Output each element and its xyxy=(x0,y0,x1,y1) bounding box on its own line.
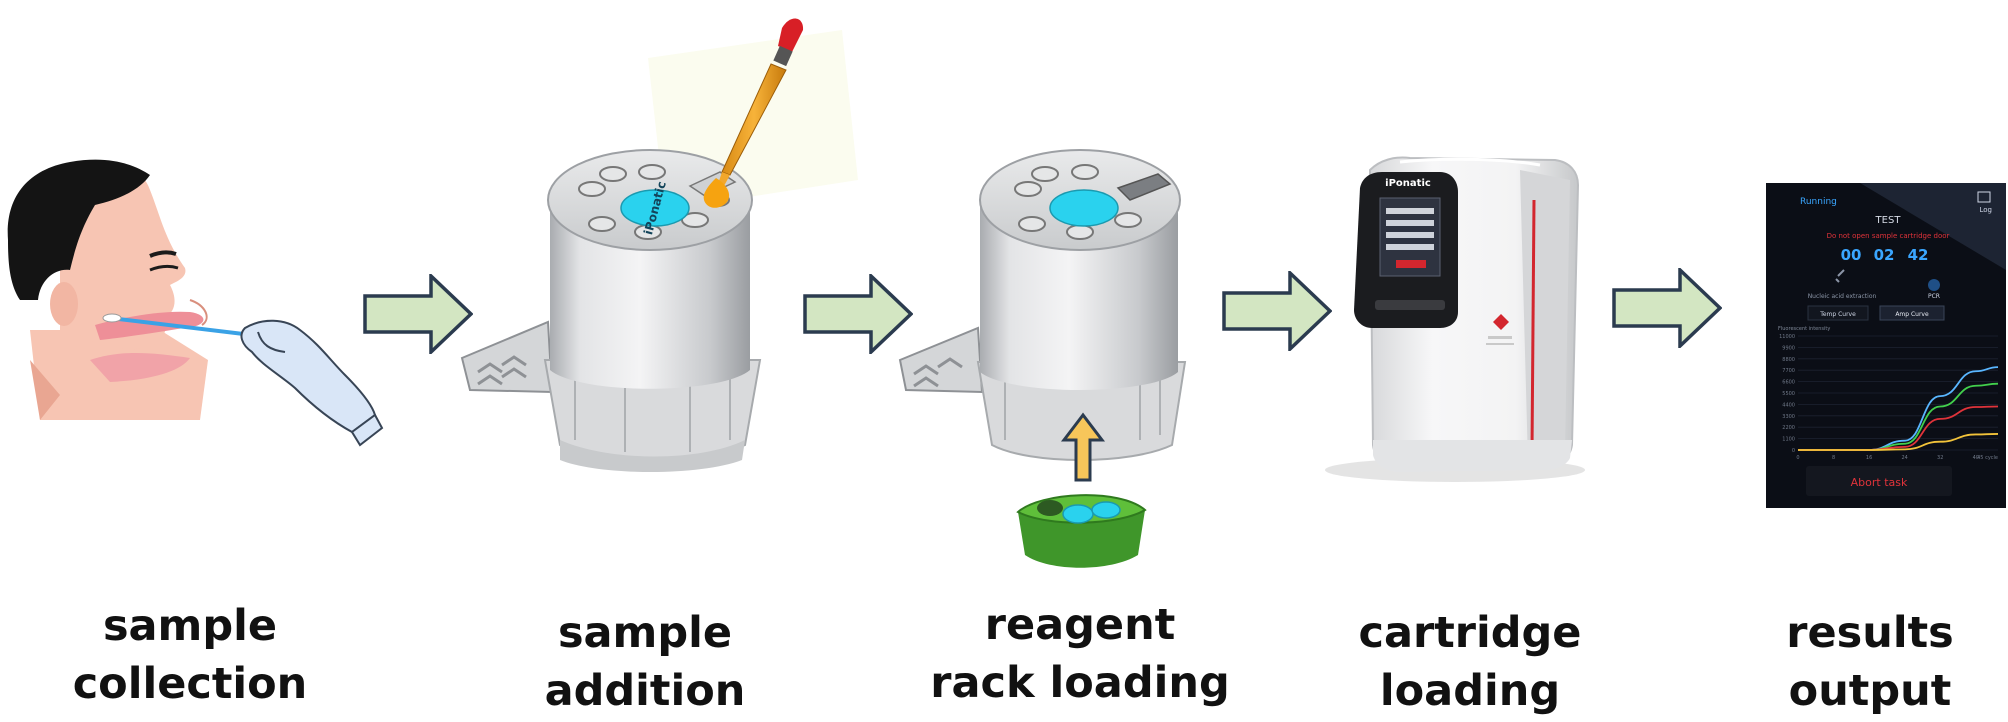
arrow-1 xyxy=(363,274,473,354)
step-label-sample-collection: sample collection xyxy=(60,597,320,713)
timer-hours: 00 xyxy=(1841,246,1862,264)
screen-title: TEST xyxy=(1875,215,1902,226)
step-label-line2: rack loading xyxy=(930,658,1230,708)
chart-ylabel: Fluorescent intensity xyxy=(1778,326,1830,332)
timer-minutes: 02 xyxy=(1874,246,1895,264)
tab-amp-curve[interactable] xyxy=(1879,305,1945,321)
y-tick-label: 7700 xyxy=(1782,368,1795,374)
x-tick-label: 40 xyxy=(1973,455,1979,461)
tab-amp-curve-label: Amp Curve xyxy=(1895,311,1929,318)
timer-seconds: 42 xyxy=(1908,246,1929,264)
cartridge-with-reagent-rack xyxy=(898,149,1187,568)
arrow-2 xyxy=(803,274,913,354)
cartridge-side-bracket xyxy=(898,326,984,394)
screen-log[interactable]: Log xyxy=(1979,206,1992,214)
y-tick-label: 3300 xyxy=(1782,414,1795,420)
reagent-rack xyxy=(1016,494,1147,568)
x-tick-label: 24 xyxy=(1901,455,1907,461)
y-tick-label: 9900 xyxy=(1782,345,1795,351)
step-label-line2: addition xyxy=(544,666,746,716)
step-pcr-icon xyxy=(1928,279,1940,291)
step-extraction-icon xyxy=(1835,269,1845,283)
person-swab-illustration xyxy=(7,159,384,447)
y-tick-label: 1100 xyxy=(1782,437,1795,443)
x-tick-label: 16 xyxy=(1866,455,1872,461)
step-label-line1: sample xyxy=(557,608,733,658)
chart-y-ticks: 1100099008800770066005500440033002200110… xyxy=(1779,334,1795,454)
up-arrow xyxy=(1060,412,1106,482)
abort-task-label: Abort task xyxy=(1851,476,1908,489)
y-tick-label: 2200 xyxy=(1782,425,1795,431)
screen-warning: Do not open sample cartridge door xyxy=(1827,232,1950,240)
tab-temp-curve[interactable] xyxy=(1807,305,1869,321)
y-tick-label: 4400 xyxy=(1782,402,1795,408)
dropper-pipette xyxy=(703,18,804,208)
abort-task-button[interactable] xyxy=(1806,466,1952,496)
cartridge-side-bracket xyxy=(460,320,554,394)
cartridge-with-dropper: iPonatic xyxy=(460,18,858,472)
chart-lines xyxy=(1797,366,1999,451)
x-tick-label: 8 xyxy=(1832,455,1835,461)
tab-temp-curve-label: Temp Curve xyxy=(1819,311,1856,318)
results-screen: Running Log TEST Do not open sample cart… xyxy=(1766,183,2006,508)
step-label-cartridge-loading: cartridge loading xyxy=(1340,604,1600,720)
step-label-line1: reagent xyxy=(984,600,1176,650)
y-tick-label: 8800 xyxy=(1782,357,1795,363)
step-pcr-label: PCR xyxy=(1928,293,1940,300)
step-label-results-output: results output xyxy=(1760,604,1980,720)
x-unit-label: 45 cycle xyxy=(1977,455,1998,461)
pcr-instrument: iPonatic xyxy=(1325,156,1585,482)
y-tick-label: 11000 xyxy=(1779,334,1795,340)
amplification-curve xyxy=(1797,433,1999,451)
x-tick-label: 0 xyxy=(1796,455,1799,461)
step-label-sample-addition: sample addition xyxy=(530,604,760,720)
step-label-line1: cartridge xyxy=(1358,608,1582,658)
y-tick-label: 5500 xyxy=(1782,391,1795,397)
arrow-4 xyxy=(1612,268,1722,348)
instrument-brand-text: iPonatic xyxy=(1385,178,1431,189)
arrow-3 xyxy=(1222,271,1332,351)
step-label-line1: sample xyxy=(102,601,278,651)
y-tick-label: 6600 xyxy=(1782,380,1795,386)
step-extraction-label: Nucleic acid extraction xyxy=(1808,293,1877,300)
step-label-line1: results xyxy=(1786,608,1954,658)
y-tick-label: 0 xyxy=(1792,448,1795,454)
screen-status: Running xyxy=(1800,197,1837,207)
step-label-line2: loading xyxy=(1379,666,1561,716)
x-tick-label: 32 xyxy=(1937,455,1943,461)
step-label-line2: output xyxy=(1788,666,1952,716)
step-label-line2: collection xyxy=(72,659,308,709)
step-label-reagent-rack-loading: reagent rack loading xyxy=(920,596,1240,712)
